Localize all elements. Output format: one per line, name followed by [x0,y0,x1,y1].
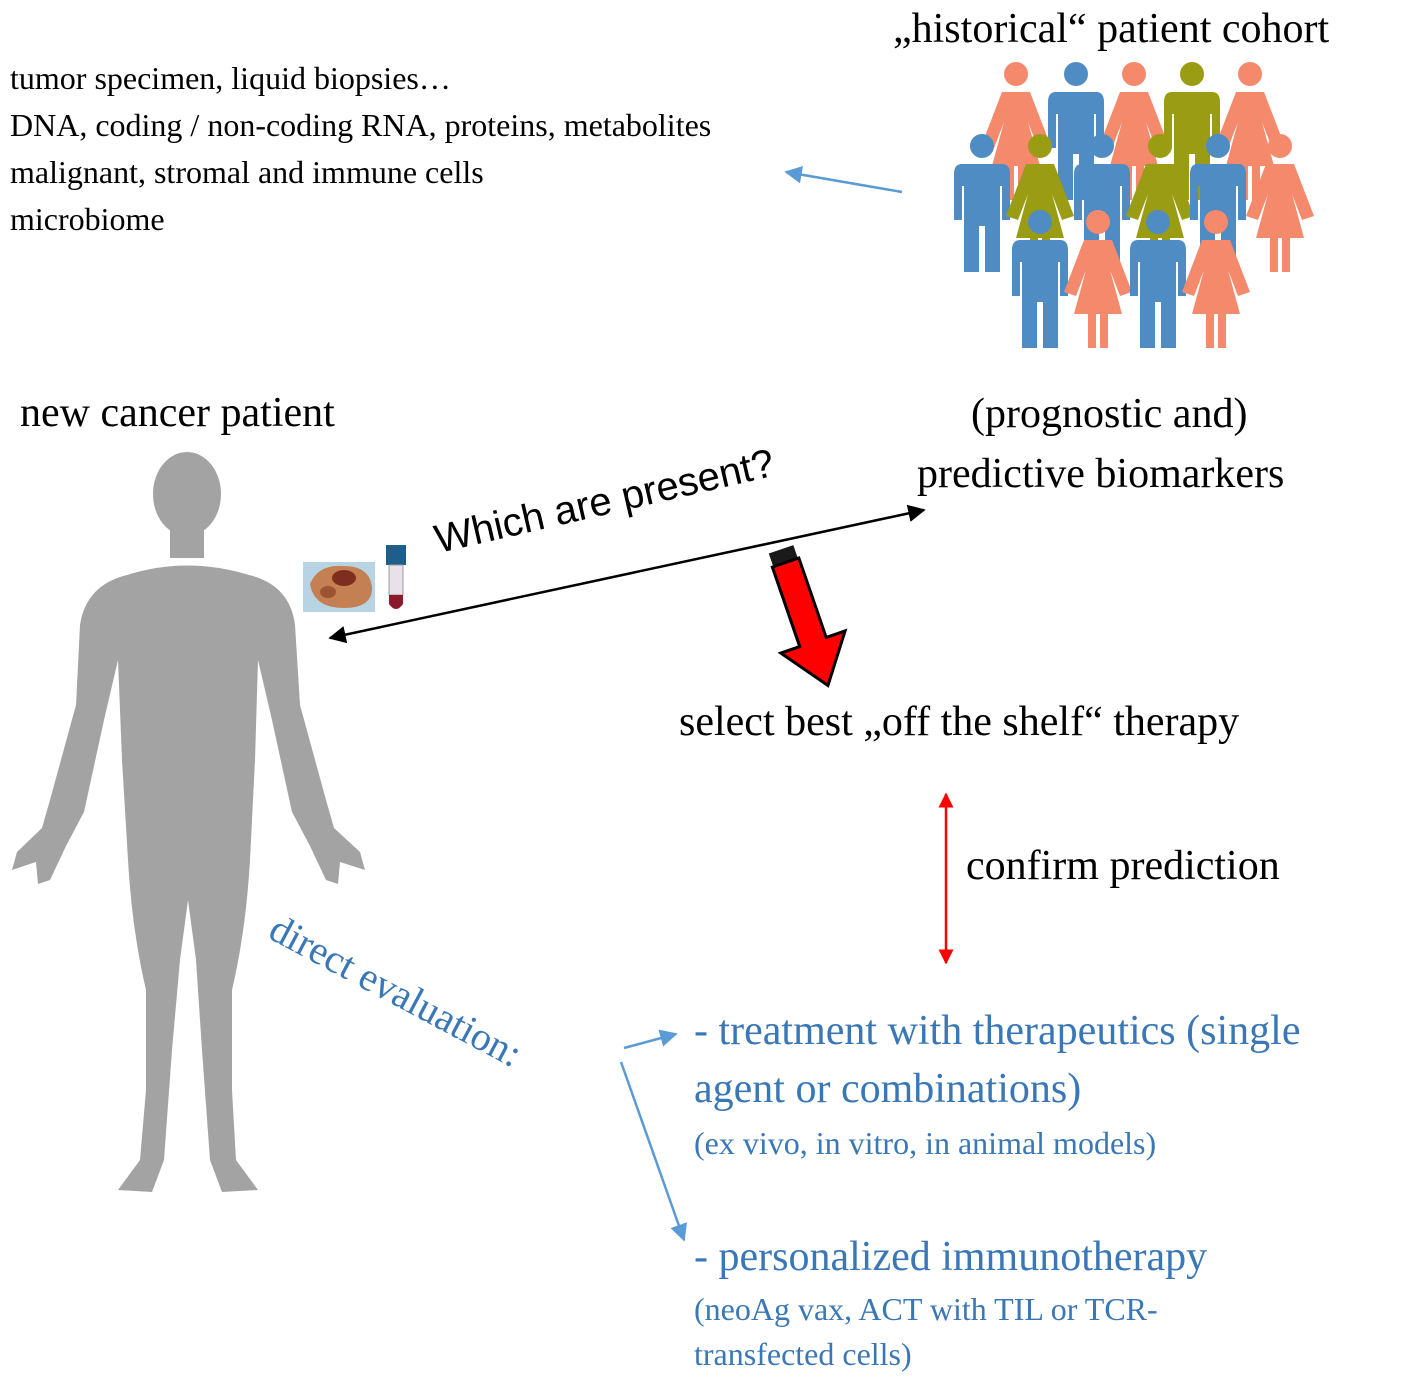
woman-icon [1100,62,1168,200]
new-patient-label: new cancer patient [20,390,335,436]
woman-icon [1182,210,1250,348]
human-body-icon [12,452,365,1192]
woman-icon [982,62,1050,200]
immunotherapy-note: transfected cells) [694,1336,912,1372]
sample-line: tumor specimen, liquid biopsies… [10,60,451,96]
biomarkers-line: (prognostic and) [971,391,1248,437]
woman-icon [1246,134,1314,272]
confirm-prediction-label: confirm prediction [966,843,1280,889]
patient-cohort-icon [954,62,1314,348]
arrow-to-treatment [623,1029,678,1050]
man-icon [954,134,1010,272]
sample-line: malignant, stromal and immune cells [10,154,484,190]
man-icon [1012,210,1068,348]
blood-tube-icon [386,545,406,609]
treatment-line: agent or combinations) [694,1066,1082,1112]
tissue-sample-icon [303,562,375,612]
cohort-title: „historical“ patient cohort [893,6,1330,52]
woman-icon [1216,62,1284,200]
immunotherapy-note: (neoAg vax, ACT with TIL or TCR- [694,1291,1158,1327]
biomarkers-line: predictive biomarkers [917,451,1285,497]
sample-line: microbiome [10,201,165,237]
big-red-arrow [768,545,848,688]
immunotherapy-title: - personalized immunotherapy [694,1234,1208,1280]
treatment-note: (ex vivo, in vitro, in animal models) [694,1125,1157,1161]
arrow-patient-biomarkers [328,504,926,644]
arrow-cohort-to-samples [784,166,903,194]
sample-line: DNA, coding / non-coding RNA, proteins, … [10,107,712,143]
man-icon [1130,210,1186,348]
select-therapy-label: select best „off the shelf“ therapy [679,699,1240,745]
treatment-line: - treatment with therapeutics (single [694,1008,1301,1054]
arrow-to-immunotherapy [619,1061,687,1242]
woman-icon [1064,210,1132,348]
